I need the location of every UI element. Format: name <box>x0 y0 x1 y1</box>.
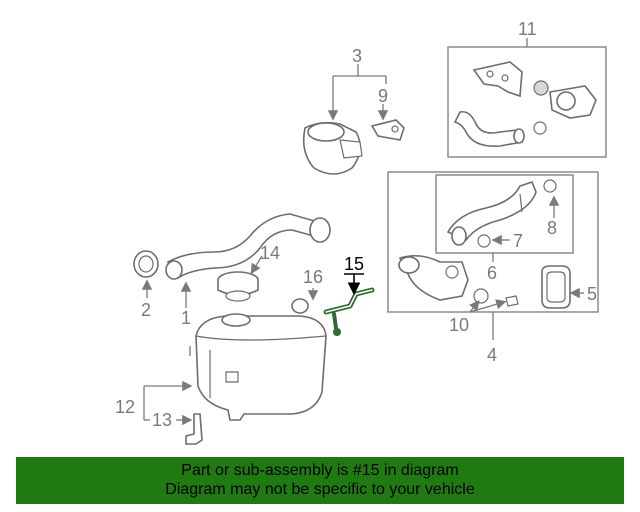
callout-10: 10 <box>449 315 469 335</box>
callout-13: 13 <box>152 410 172 430</box>
callout-8: 8 <box>547 218 557 238</box>
callout-7: 7 <box>513 231 523 251</box>
group-box-11 <box>447 38 607 158</box>
banner-line-2: Diagram may not be specific to your vehi… <box>165 481 475 498</box>
part-13-sensor <box>143 380 203 445</box>
callout-16: 16 <box>303 267 323 287</box>
callout-14: 14 <box>260 243 280 263</box>
callout-1: 1 <box>181 308 191 328</box>
callout-4: 4 <box>487 345 497 365</box>
banner-line-1: Part or sub-assembly is #15 in diagram <box>181 462 459 479</box>
callout-6: 6 <box>487 263 497 283</box>
callout-15: 15 <box>344 254 364 274</box>
callout-5: 5 <box>587 284 597 304</box>
info-banner: Part or sub-assembly is #15 in diagram D… <box>16 457 624 504</box>
part-1-hose <box>165 213 331 308</box>
callout-12: 12 <box>115 397 135 417</box>
part-2-clamp <box>133 250 159 298</box>
callout-3: 3 <box>352 46 362 66</box>
group-box-4 <box>387 171 599 340</box>
part-15-highlighted <box>323 273 375 336</box>
callout-9: 9 <box>378 86 388 106</box>
part-14-cap <box>217 255 263 302</box>
part-16-fitting <box>291 288 319 314</box>
callout-11: 11 <box>518 19 537 39</box>
part-3-assembly <box>302 64 405 175</box>
callout-2: 2 <box>141 300 151 320</box>
coolant-reservoir <box>189 313 327 421</box>
